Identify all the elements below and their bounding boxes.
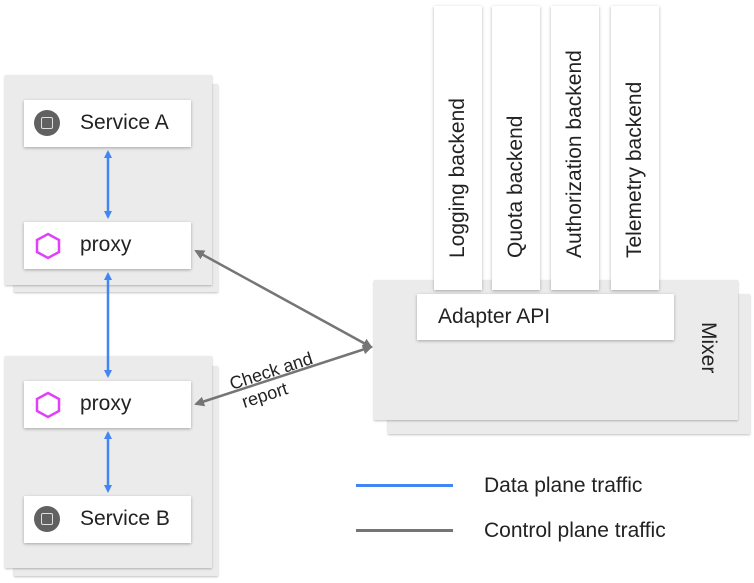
legend-control-line <box>356 529 453 532</box>
hexagon-icon <box>35 391 61 419</box>
service-b-label: Service B <box>80 507 170 530</box>
hexagon-icon <box>35 232 61 260</box>
authorization-backend[interactable]: Authorization backend <box>551 6 599 290</box>
proxy-a-card[interactable]: proxy <box>24 222 191 269</box>
proxy-a-label: proxy <box>80 233 132 256</box>
proxy-b-card[interactable]: proxy <box>24 381 191 428</box>
telemetry-backend[interactable]: Telemetry backend <box>611 6 659 290</box>
quota-backend[interactable]: Quota backend <box>492 6 540 290</box>
adapter-api-label: Adapter API <box>438 305 551 328</box>
service-a-label: Service A <box>80 111 169 134</box>
control-arrow-a <box>194 249 373 349</box>
legend-data-line <box>356 484 453 487</box>
service-b-card[interactable]: Service B <box>24 496 191 543</box>
proxy-b-label: proxy <box>80 392 132 415</box>
chip-icon <box>34 110 60 136</box>
control-arrow-b <box>194 344 373 407</box>
logging-backend[interactable]: Logging backend <box>434 6 482 290</box>
adapter-api-card: Adapter API <box>417 294 674 340</box>
legend-data-label: Data plane traffic <box>484 474 643 497</box>
legend-control-label: Control plane traffic <box>484 519 666 542</box>
service-a-card[interactable]: Service A <box>24 100 191 147</box>
chip-icon <box>34 506 60 532</box>
